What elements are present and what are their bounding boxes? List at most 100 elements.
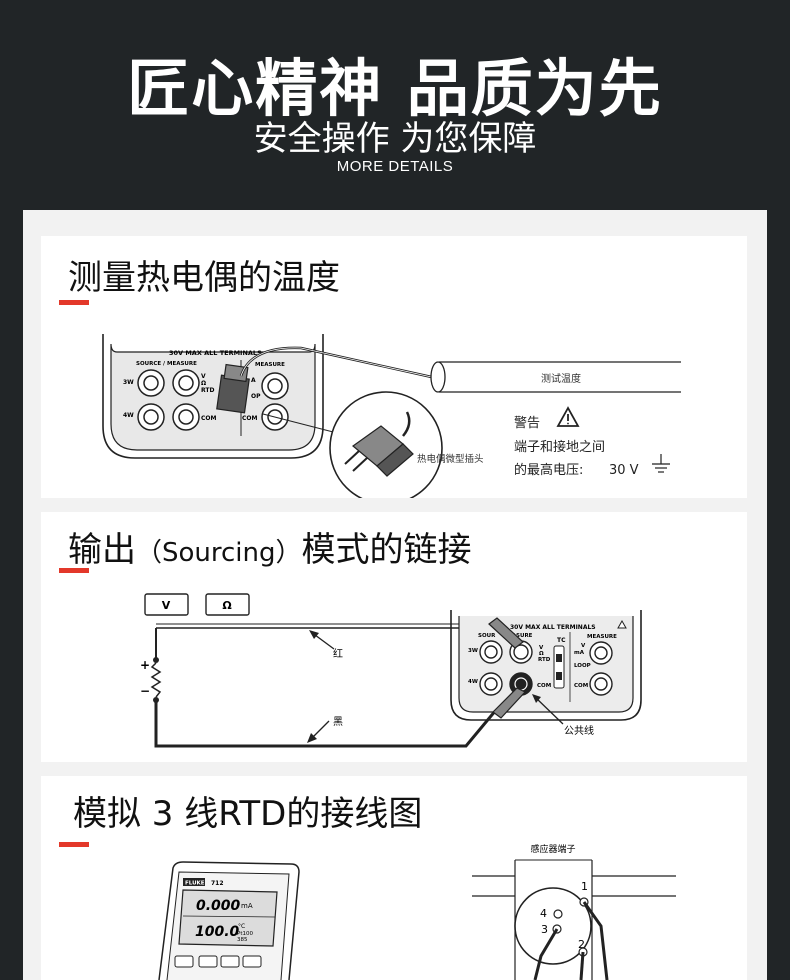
warning-line2: 的最高电压:: [514, 462, 583, 478]
jack-measure-bottom: [261, 403, 289, 431]
section-title: 测量热电偶的温度: [68, 258, 340, 298]
lead-1: [582, 901, 609, 980]
measure-text: MEASURE: [255, 362, 285, 368]
warning-title: 警告: [514, 415, 540, 431]
label-rtd: RTD: [201, 387, 214, 394]
label-omega: Ω: [201, 380, 206, 387]
label-v-ma: V: [581, 643, 586, 649]
lcd-top-unit: mA: [241, 902, 253, 910]
jack-4w-left: [137, 403, 165, 431]
tc-plug-on-device: [216, 363, 250, 414]
label-4w: 4W: [468, 679, 478, 685]
model-text: 712: [211, 880, 224, 887]
red-probe-tip: [488, 617, 524, 649]
title-paren: （Sourcing）: [136, 538, 302, 568]
device-outline: [102, 334, 324, 459]
resistor-icon: [150, 662, 162, 698]
minus-sign: −: [140, 684, 150, 698]
label-v: V: [201, 373, 206, 380]
lcd-bottom-unit: °C: [238, 923, 245, 930]
label-rtd: RTD: [538, 657, 551, 663]
section-sourcing: 输出（Sourcing）模式的链接 V Ω + −: [41, 512, 747, 762]
warning-triangle-icon: [556, 406, 580, 427]
source-measure-text: SOURCE / MEASURE: [136, 361, 197, 367]
tc-cable-inner: [240, 347, 437, 379]
jack-ma-bottom: [589, 672, 613, 696]
node-top: [153, 657, 159, 663]
section-thermocouple: 测量热电偶的温度 30V MAX ALL TERMINALS SOURCE / …: [41, 236, 747, 498]
label-loop: LOOP: [574, 663, 591, 669]
node-bottom: [153, 697, 159, 703]
label-a: A: [251, 377, 256, 384]
jack-ma-top: [589, 641, 613, 665]
section-rtd: 模拟 3 线RTD的接线图 FLUKE 712 0.000 mA 100.0 °…: [41, 776, 747, 980]
section-title: 输出（Sourcing）模式的链接: [68, 522, 472, 571]
red-label: 红: [333, 647, 343, 660]
easure-text: EASURE: [508, 633, 533, 639]
label-com2: COM: [574, 683, 588, 689]
jack-3w-left: [479, 640, 503, 664]
ground-icon: [652, 454, 670, 473]
pin4-screw: [553, 909, 563, 919]
header-banner: 匠心精神 品质为先 安全操作 为您保障 MORE DETAILS: [0, 0, 790, 210]
label-omega: Ω: [539, 651, 544, 657]
ohm-button-icon: Ω: [205, 593, 250, 616]
title-part-a: 输出: [68, 530, 136, 570]
main-title: 匠心精神 品质为先: [127, 52, 663, 125]
section-title: 模拟 3 线RTD的接线图: [73, 794, 423, 834]
device-outline: [450, 610, 642, 721]
source-text: SOUR: [478, 633, 496, 639]
accent-bar: [59, 300, 89, 305]
label-tc: TC: [557, 637, 566, 644]
label-3w: 3W: [468, 648, 478, 654]
magnifier-line: [262, 413, 342, 435]
sensor-terminal-ring: [514, 887, 592, 965]
common-label: 公共线: [564, 724, 594, 737]
thermocouple-diagram: 30V MAX ALL TERMINALS SOURCE / MEASURE M…: [102, 334, 681, 498]
more-details-link[interactable]: MORE DETAILS: [336, 158, 454, 175]
accent-bar: [59, 842, 89, 847]
probe-body: [439, 361, 681, 393]
btn-ohm: Ω: [222, 599, 232, 612]
probe-label: 测试温度: [541, 372, 581, 385]
v-button-icon: V: [144, 593, 189, 616]
plug-label: 热电偶微型插头: [417, 453, 484, 465]
label-com: COM: [201, 415, 217, 422]
warning-voltage: 30 V: [609, 463, 639, 478]
label-3w: 3W: [123, 379, 134, 386]
sensor-label: 感应器端子: [530, 843, 575, 855]
measure-text: MEASURE: [587, 634, 617, 640]
tc-socket: [553, 645, 565, 689]
label-op: OP: [251, 393, 261, 400]
lead-2: [579, 951, 585, 980]
black-arrow-icon: [307, 720, 330, 743]
subtitle: 安全操作 为您保障: [253, 119, 537, 159]
red-arrow-icon: [309, 630, 335, 650]
lcd-bottom-extra2: 385: [237, 937, 248, 943]
lcd-divider: [182, 915, 276, 918]
black-label: 黑: [333, 716, 343, 728]
device-panel: [458, 616, 634, 713]
lcd-bottom-value: 100.0: [195, 924, 240, 940]
rtd-diagram: FLUKE 712 0.000 mA 100.0 °C Pt100 385 感应…: [158, 843, 676, 980]
common-arrow-icon: [532, 694, 564, 725]
probe-end: [430, 361, 446, 393]
jack-4w-right: [172, 403, 200, 431]
label-4w: 4W: [123, 412, 134, 419]
brand-badge: [183, 878, 205, 886]
tc-plug-closeup: [344, 411, 414, 477]
content-panel: 测量热电偶的温度 30V MAX ALL TERMINALS SOURCE / …: [23, 210, 767, 980]
lcd-top-value: 0.000: [196, 898, 241, 914]
black-probe-tip: [492, 687, 526, 719]
sourcing-diagram: V Ω + − 红: [140, 593, 642, 748]
device-header-text: 30V MAX ALL TERMINALS: [169, 349, 262, 357]
pin4-label: 4: [540, 907, 547, 920]
label-ma: mA: [574, 650, 585, 656]
lcd-bottom-extra: Pt100: [237, 931, 253, 937]
device-panel: [110, 343, 316, 451]
btn-v: V: [162, 599, 171, 612]
label-com2: COM: [242, 415, 258, 422]
label-com: COM: [537, 683, 551, 689]
pin3-label: 3: [541, 923, 548, 936]
black-wire: [154, 700, 503, 748]
